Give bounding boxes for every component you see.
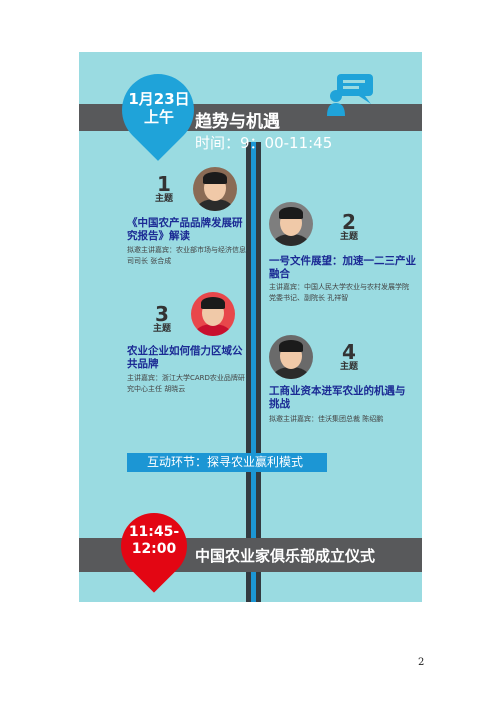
date-label: 1月23日 [128, 90, 190, 108]
agenda-poster: 趋势与机遇 时间：9：00-11:45 1月23日 上午 1 主题 《中国农产品… [79, 52, 422, 602]
time-end-label: 12:00 [131, 541, 177, 557]
topic-title-4: 工商业资本进军农业的机遇与挑战 [269, 385, 406, 410]
topic-number-2: 2 主题 [339, 210, 358, 242]
timeline-line-inner [251, 142, 256, 602]
time-start-label: 11:45- [128, 524, 180, 540]
speaker-photo-2 [269, 202, 313, 246]
topic-speaker-1: 拟邀主讲嘉宾：农业部市场与经济信息司司长 张合成 [127, 246, 246, 265]
speaker-photo-4 [269, 335, 313, 379]
speaker-photo-1 [193, 167, 237, 211]
topic-number-4: 4 主题 [339, 340, 358, 372]
chat-bubble-person-icon [327, 74, 373, 116]
interactive-session-banner: 互动环节：探寻农业赢利模式 [127, 453, 327, 472]
topic-speaker-3: 主讲嘉宾：浙江大学CARD农业品牌研究中心主任 胡晓云 [127, 374, 245, 393]
topic-title-3: 农业企业如何借力区域公共品牌 [127, 345, 243, 370]
topic-speaker-4: 拟邀主讲嘉宾：佳沃集团总裁 陈绍鹏 [269, 415, 384, 423]
session-time-1: 时间：9：00-11:45 [195, 134, 333, 152]
topic-title-2: 一号文件展望：加速一二三产业融合 [269, 255, 416, 280]
session-title-1: 趋势与机遇 [195, 112, 280, 132]
session-title-2: 中国农业家俱乐部成立仪式 [195, 547, 376, 565]
time-pin-text: 11:45- 12:00 [117, 524, 191, 558]
topic-speaker-2: 主讲嘉宾：中国人民大学农业与农村发展学院党委书记、副院长 孔祥智 [269, 283, 409, 302]
topic-title-1: 《中国农产品品牌发展研究报告》解读 [127, 217, 243, 242]
topic-number-3: 3 主题 [152, 302, 171, 334]
page-number: 2 [418, 657, 425, 668]
speaker-photo-3 [191, 292, 235, 336]
period-label: 上午 [143, 108, 174, 126]
topic-number-1: 1 主题 [154, 172, 173, 204]
date-pin-text: 1月23日 上午 [119, 90, 199, 126]
